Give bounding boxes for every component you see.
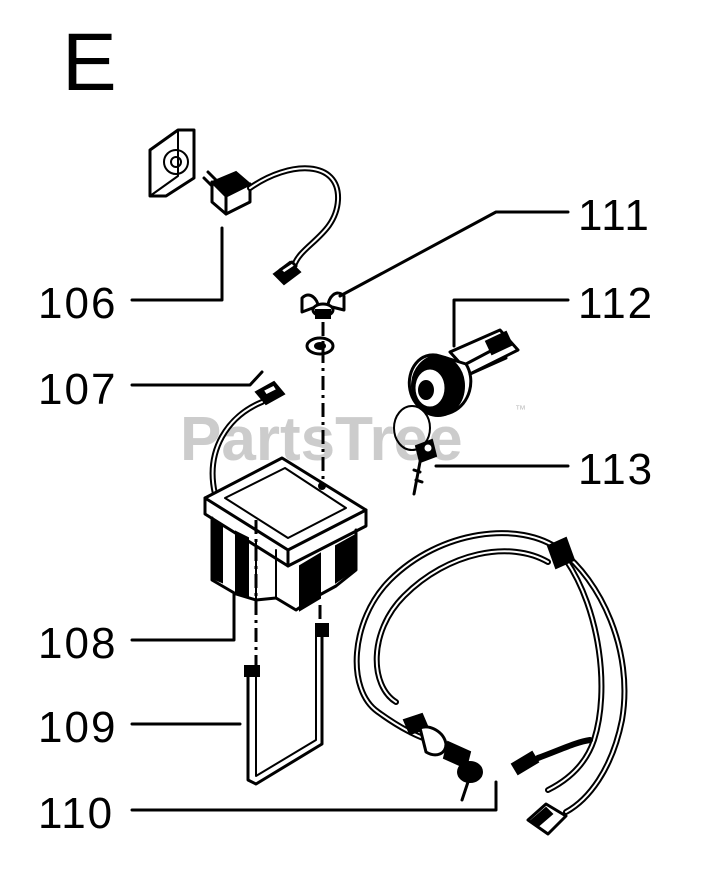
watermark-trademark: ™ bbox=[515, 404, 526, 416]
callout-112[interactable]: 112 bbox=[578, 279, 654, 328]
part-112-ignition-switch[interactable] bbox=[407, 328, 520, 417]
callout-113[interactable]: 113 bbox=[578, 445, 654, 494]
leader-108 bbox=[130, 592, 236, 642]
leader-112 bbox=[452, 298, 570, 348]
callout-108[interactable]: 108 bbox=[38, 619, 117, 668]
callout-107[interactable]: 107 bbox=[38, 365, 117, 414]
part-108-battery[interactable] bbox=[203, 380, 368, 612]
section-letter: E bbox=[62, 17, 117, 108]
part-106-charger-cord[interactable] bbox=[148, 128, 342, 286]
callout-110[interactable]: 110 bbox=[38, 789, 114, 838]
leader-106 bbox=[130, 226, 224, 302]
leader-111 bbox=[338, 210, 570, 298]
leader-110 bbox=[130, 780, 498, 812]
part-111-wing-nut[interactable] bbox=[300, 291, 346, 319]
callout-111[interactable]: 111 bbox=[578, 191, 651, 240]
leader-107 bbox=[130, 370, 264, 387]
part-110-wiring-harness[interactable] bbox=[353, 530, 628, 836]
part-107-washer[interactable] bbox=[305, 336, 335, 356]
part-109-hold-down-bracket[interactable] bbox=[244, 520, 329, 786]
leader-lines bbox=[130, 210, 570, 812]
watermark-text: PartsTree bbox=[180, 405, 463, 474]
part-113-key[interactable] bbox=[393, 405, 438, 496]
callout-109[interactable]: 109 bbox=[38, 703, 117, 752]
callout-106[interactable]: 106 bbox=[38, 279, 117, 328]
